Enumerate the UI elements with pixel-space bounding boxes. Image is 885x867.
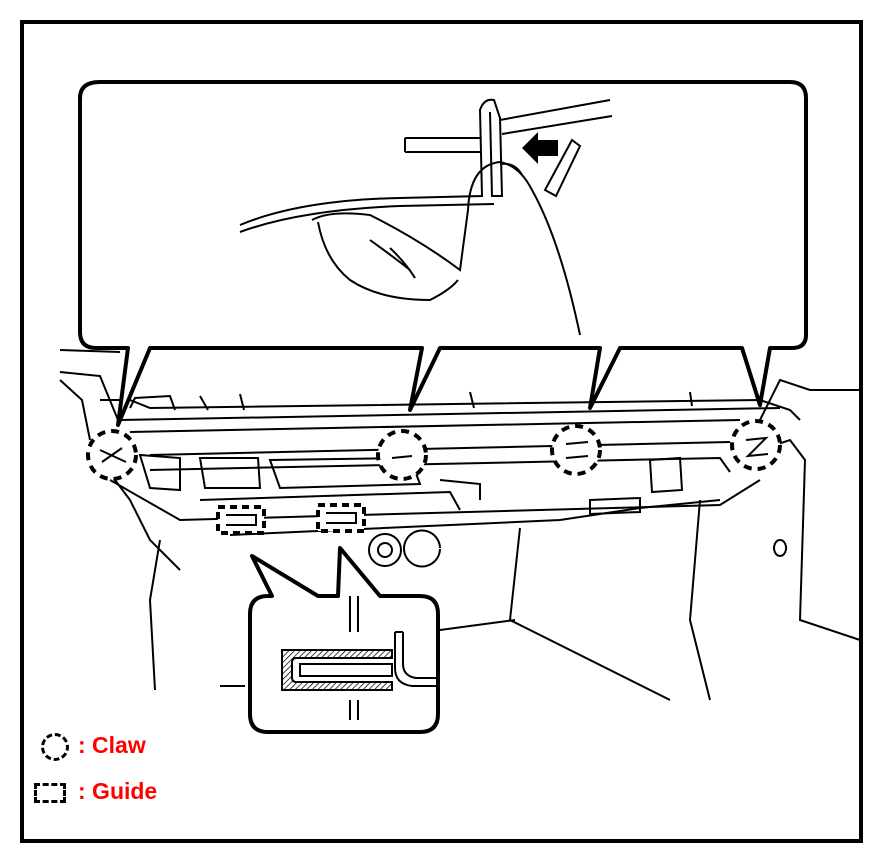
guide-markers [216,503,366,535]
guide-marker [216,505,266,535]
dashed-circle-icon [34,732,74,761]
legend-guide: : Guide [34,778,157,805]
push-arrow-icon [522,132,558,164]
claw-marker [730,419,782,471]
claw-detail-callout [78,80,808,427]
guide-marker [316,503,366,533]
dashed-rectangle-icon [34,779,74,805]
instrument-panel-drawing [59,349,861,701]
claw-marker [376,429,428,481]
legend-claw-label: : Claw [78,732,146,758]
claw-marker [550,424,602,476]
legend-guide-label: : Guide [78,778,158,804]
claw-markers [86,419,782,481]
guide-detail-callout [248,546,440,734]
legend-claw: : Claw [34,732,146,761]
